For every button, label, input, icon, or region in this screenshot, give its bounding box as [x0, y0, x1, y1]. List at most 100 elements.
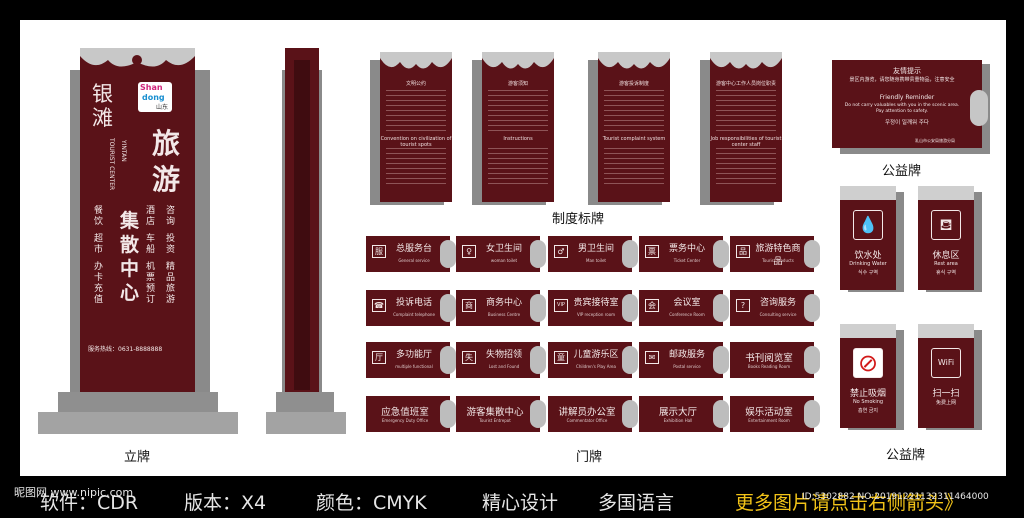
- cloud-curl-icon: [440, 240, 456, 268]
- door-sign-en: Exhibition Hall: [663, 418, 693, 423]
- logo-text-top: Shan: [140, 83, 163, 92]
- text-line: [386, 120, 446, 121]
- standing-sign: 银滩 Shan dong 山东 TOURIST CENTER YINTAN 旅 …: [80, 48, 195, 410]
- text-line: [488, 110, 548, 111]
- welfare-sign-icon: ⊘: [853, 348, 883, 378]
- text-line: [604, 168, 664, 169]
- reminder-kr: 우정이 일깨워 주다: [885, 120, 929, 126]
- rule-sign-title: 文明公约: [405, 81, 426, 87]
- text-line: [716, 173, 776, 174]
- reminder-en: Do not carry valuables with you in the s…: [844, 103, 960, 114]
- footer-bar: [0, 476, 1024, 518]
- door-sign-icon: 厅: [372, 351, 386, 364]
- text-line: [716, 168, 776, 169]
- door-sign-icon: 品: [736, 245, 750, 258]
- door-sign-en: Commentator Office: [566, 418, 608, 423]
- welfare-sign-en: Drinking Water: [849, 261, 887, 267]
- door-sign-en: Books Reading Room: [747, 364, 791, 369]
- welfare-sign-en: Rest area: [934, 261, 958, 267]
- service-col-9: 精品旅游: [166, 262, 176, 305]
- title-char-4: 散: [120, 234, 140, 256]
- door-sign-en: multiple functional: [395, 364, 433, 369]
- door-sign-en: Postal service: [673, 364, 701, 369]
- cloud-pattern-icon: [840, 324, 896, 338]
- welfare-sign-en: No Smoking: [852, 399, 884, 405]
- watermark-text: 昵图网 www.nipic.com: [14, 486, 134, 499]
- text-line: [386, 153, 446, 154]
- door-sign-en: General service: [398, 258, 430, 263]
- text-line: [488, 153, 548, 154]
- text-line: [716, 100, 776, 101]
- text-line: [604, 148, 664, 149]
- title-char-1: 旅: [152, 127, 181, 160]
- text-line: [488, 90, 548, 91]
- text-line: [716, 105, 776, 106]
- door-sign-label: 女卫生间: [485, 244, 522, 254]
- text-line: [604, 125, 664, 126]
- door-sign-en: Emergency Duty Office: [381, 418, 429, 423]
- cloud-curl-icon: [804, 400, 820, 428]
- version-text: 版本：X4: [184, 492, 267, 514]
- text-line: [716, 163, 776, 164]
- door-sign-label: 娱乐活动室: [745, 407, 793, 418]
- side-view-base-top: [276, 392, 334, 414]
- cloud-curl-icon: [440, 400, 456, 428]
- cloud-curl-icon: [713, 346, 729, 374]
- text-line: [716, 153, 776, 154]
- text-line: [604, 153, 664, 154]
- text-line: [488, 173, 548, 174]
- text-line: [716, 95, 776, 96]
- cloud-curl-icon: [804, 294, 820, 322]
- cloud-curl-icon: [530, 240, 546, 268]
- welfare-sign-label: 饮水处: [854, 251, 882, 261]
- welfare-sign-icon: WiFi: [931, 348, 961, 378]
- rule-signs-caption: 制度标牌: [552, 212, 605, 227]
- door-sign-icon: 服: [372, 245, 386, 258]
- door-sign-label: 多功能厅: [395, 350, 432, 360]
- door-sign-en: Business Centre: [487, 312, 521, 317]
- service-col-8: 机票预订: [146, 262, 156, 305]
- welfare-sign-icon: ⛾: [931, 210, 961, 240]
- standing-sign-base-bottom: [38, 412, 238, 434]
- text-line: [604, 110, 664, 111]
- rule-sign-en: Instructions: [503, 136, 533, 142]
- text-line: [604, 120, 664, 121]
- cloud-pattern-icon: [918, 324, 974, 338]
- more-images-link[interactable]: 更多图片请点击右侧箭头》: [735, 492, 964, 514]
- reminder-org: 乳山市公安局旅游分局: [915, 138, 955, 143]
- door-sign-label: 儿童游乐区: [573, 350, 619, 360]
- cloud-curl-icon: [804, 240, 820, 268]
- cloud-curl-icon: [804, 346, 820, 374]
- text-line: [716, 120, 776, 121]
- text-line: [386, 158, 446, 159]
- door-sign-en: Tourist Entrepot: [479, 418, 511, 423]
- rule-sign-title: 游客须知: [507, 81, 528, 87]
- door-sign-en: VIP reception room: [576, 312, 616, 317]
- yintan-en: YINTAN: [120, 140, 127, 162]
- logo-text-mid: dong: [142, 93, 165, 102]
- text-line: [386, 105, 446, 106]
- text-line: [604, 95, 664, 96]
- text-line: [386, 130, 446, 131]
- rule-sign-en: Tourist complaint system: [602, 136, 666, 142]
- text-line: [604, 130, 664, 131]
- reminder-en-title: Friendly Reminder: [879, 94, 935, 101]
- text-line: [386, 148, 446, 149]
- white-canvas: 银滩 Shan dong 山东 TOURIST CENTER YINTAN 旅 …: [20, 20, 1006, 476]
- cloud-curl-icon: [530, 400, 546, 428]
- welfare-caption-bottom: 公益牌: [886, 448, 926, 463]
- cloud-pattern-icon: [710, 52, 782, 69]
- text-line: [386, 125, 446, 126]
- door-sign-icon: 会: [645, 299, 659, 312]
- logo-text-side: 山东: [156, 104, 169, 111]
- text-line: [386, 100, 446, 101]
- text-line: [386, 163, 446, 164]
- cloud-curl-icon: [440, 346, 456, 374]
